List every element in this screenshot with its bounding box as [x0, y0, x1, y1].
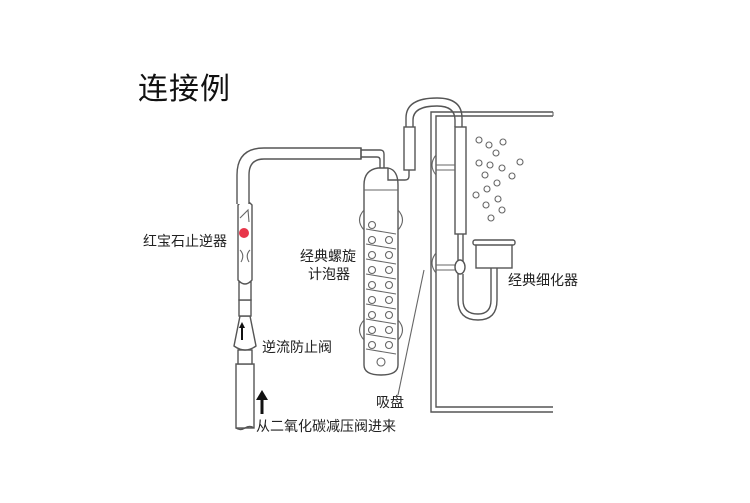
coil-segment [365, 273, 397, 280]
spiral-bubble-counter [358, 167, 410, 376]
coil-segment [365, 258, 397, 265]
bubble [481, 171, 489, 179]
label-suction-cup: 吸盘 [376, 395, 404, 411]
label-co2-inlet: 从二氧化碳减压阀进来 [256, 419, 396, 435]
bubble [498, 164, 506, 172]
diffuser [454, 239, 516, 321]
suction-cups [397, 154, 456, 396]
coil-segment [365, 348, 397, 355]
coil-loop [367, 310, 377, 320]
coil-segment [365, 318, 397, 325]
coil-loop [367, 265, 377, 275]
coil-segment [365, 333, 397, 340]
bubble [487, 214, 495, 222]
bubble [494, 195, 502, 203]
backflow-valve [233, 299, 257, 365]
connecting-tube [403, 97, 467, 262]
label-backflow-valve: 逆流防止阀 [262, 340, 332, 356]
label-ruby-check-valve: 红宝石止逆器 [143, 234, 227, 250]
bubble [516, 158, 524, 166]
coil-segment [365, 228, 397, 235]
bubble [492, 149, 500, 157]
ruby-ball [239, 228, 249, 238]
bent-tube [236, 147, 385, 330]
ruby-check-valve [237, 200, 253, 301]
coil-loop [384, 310, 394, 320]
coil-segment [365, 243, 397, 250]
coil-loop [384, 280, 394, 290]
coil-segment [365, 288, 397, 295]
coil-loop [367, 340, 377, 350]
coil-loop [384, 295, 394, 305]
coil-loop [384, 250, 394, 260]
bubble [486, 161, 494, 169]
bubble [482, 201, 490, 209]
bubble [485, 141, 493, 149]
bubble [483, 185, 491, 193]
coil-loop [367, 280, 377, 290]
bubble [499, 138, 507, 146]
coil-loop [367, 250, 377, 260]
bubble [508, 172, 516, 180]
input-tube [235, 363, 255, 431]
coil-loop [384, 265, 394, 275]
bubbles [472, 136, 524, 222]
coil-loop [384, 340, 394, 350]
label-spiral-counter-line1: 经典螺旋 [300, 249, 356, 265]
coil-loop [367, 235, 377, 245]
coil-loop [367, 220, 377, 230]
label-diffuser: 经典细化器 [508, 273, 578, 289]
coil-loop [367, 295, 377, 305]
coil-loop [367, 325, 377, 335]
bubble [498, 206, 506, 214]
bubble [475, 159, 483, 167]
flow-arrow-icon [256, 390, 268, 414]
bubble [475, 136, 483, 144]
diagram-title: 连接例 [138, 72, 231, 107]
bubble [472, 191, 480, 199]
coil-loop [384, 325, 394, 335]
coil-loop [384, 235, 394, 245]
aquarium-tank [430, 111, 554, 413]
coil-segment [365, 303, 397, 310]
bubble [493, 179, 501, 187]
label-spiral-counter-line2: 计泡器 [308, 267, 350, 283]
